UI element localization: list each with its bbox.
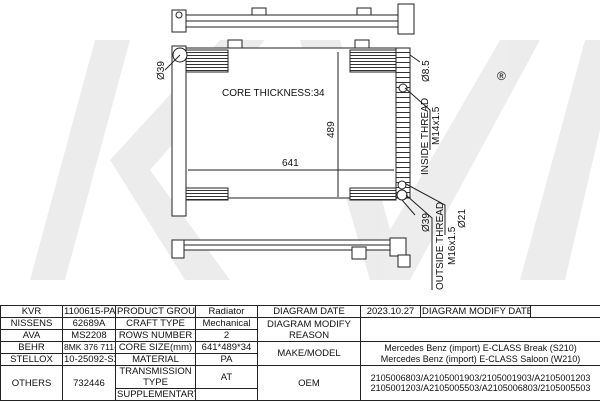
spec-table: KVR 1100615-PAM PRODUCT GROUP Radiator D…	[0, 305, 600, 401]
craft-type-value: Mechanical	[195, 317, 258, 330]
kvr-watermark-logo	[30, 40, 600, 280]
others-value: 732446	[62, 365, 116, 401]
ava-label: AVA	[0, 329, 63, 342]
diagram-date-value: 2023.10.27	[360, 305, 421, 318]
supplementary-value	[195, 388, 258, 401]
transmission-value: AT	[195, 365, 258, 389]
product-group-label: PRODUCT GROUP	[115, 305, 196, 318]
oem-line: 2105001203/A2105005503/A2105006803/21050…	[370, 383, 591, 393]
registered-mark: ®	[497, 69, 506, 83]
core-size-label: CORE SIZE(mm)	[115, 341, 196, 354]
kvr-value: 1100615-PAM	[62, 305, 116, 318]
left-pipe-diameter: Ø39	[156, 61, 167, 80]
oem-value: 2105006803/A2105001903/2105001903/A21050…	[360, 365, 600, 401]
material-label: MATERIAL	[115, 353, 196, 366]
top-right-diameter: Ø8.5	[421, 60, 432, 82]
others-label: OTHERS	[0, 365, 63, 401]
diagram-date-label: DIAGRAM DATE	[257, 305, 361, 318]
make-model-line: Mercedes Benz (import) E-CLASS Saloon (W…	[380, 353, 581, 364]
diagram-modify-reason-value	[360, 317, 600, 342]
product-group-value: Radiator	[195, 305, 258, 318]
stellox-value: 10-25092-SX	[62, 353, 116, 366]
transmission-label: TRANSMISSION TYPE	[115, 365, 196, 389]
nissens-label: NISSENS	[0, 317, 63, 330]
inside-thread-spec: M14x1.5	[431, 106, 442, 145]
behr-value: 8MK 376 711-151	[62, 341, 116, 354]
front-view	[164, 39, 446, 290]
diagram-modify-date-value	[530, 305, 600, 318]
inside-thread-label: INSIDE THREAD	[420, 98, 431, 175]
outside-thread-spec: M16x1.5	[447, 226, 458, 265]
nissens-value: 62689A	[62, 317, 116, 330]
make-model-line: Mercedes Benz (import) E-CLASS Break (S2…	[384, 343, 577, 353]
ava-value: MS2208	[62, 329, 116, 342]
bottom-view	[171, 237, 411, 268]
bottom-pipe-diameter: Ø39	[421, 213, 432, 232]
material-value: PA	[195, 353, 258, 366]
make-model-value: Mercedes Benz (import) E-CLASS Break (S2…	[360, 341, 600, 366]
kvr-label: KVR	[0, 305, 63, 318]
oem-label: OEM	[257, 365, 361, 401]
supplementary-label: SUPPLEMENTARY	[115, 388, 196, 401]
craft-type-label: CRAFT TYPE	[115, 317, 196, 330]
core-thickness-label: CORE THICKNESS:34	[222, 88, 325, 99]
make-model-label: MAKE/MODEL	[257, 341, 361, 366]
top-view	[171, 3, 415, 35]
stellox-label: STELLOX	[0, 353, 63, 366]
outside-thread-label: OUTSIDE THREAD	[435, 202, 446, 290]
rows-number-value: 2	[195, 329, 258, 342]
core-size-value: 641*489*34	[195, 341, 258, 354]
behr-label: BEHR	[0, 341, 63, 354]
oem-line: 2105006803/A2105001903/2105001903/A21050…	[370, 372, 591, 383]
radiator-technical-drawing: ® CORE THICKNESS:34 641	[30, 3, 600, 290]
diagram-modify-date-label: DIAGRAM MODIFY DATE	[420, 305, 531, 318]
width-dimension: 641	[282, 158, 299, 169]
rows-number-label: ROWS NUMBER	[115, 329, 196, 342]
diagram-modify-reason-label: DIAGRAM MODIFY REASON	[257, 317, 361, 342]
bottom-right-diameter: Ø21	[457, 209, 468, 228]
height-dimension: 489	[326, 121, 337, 138]
